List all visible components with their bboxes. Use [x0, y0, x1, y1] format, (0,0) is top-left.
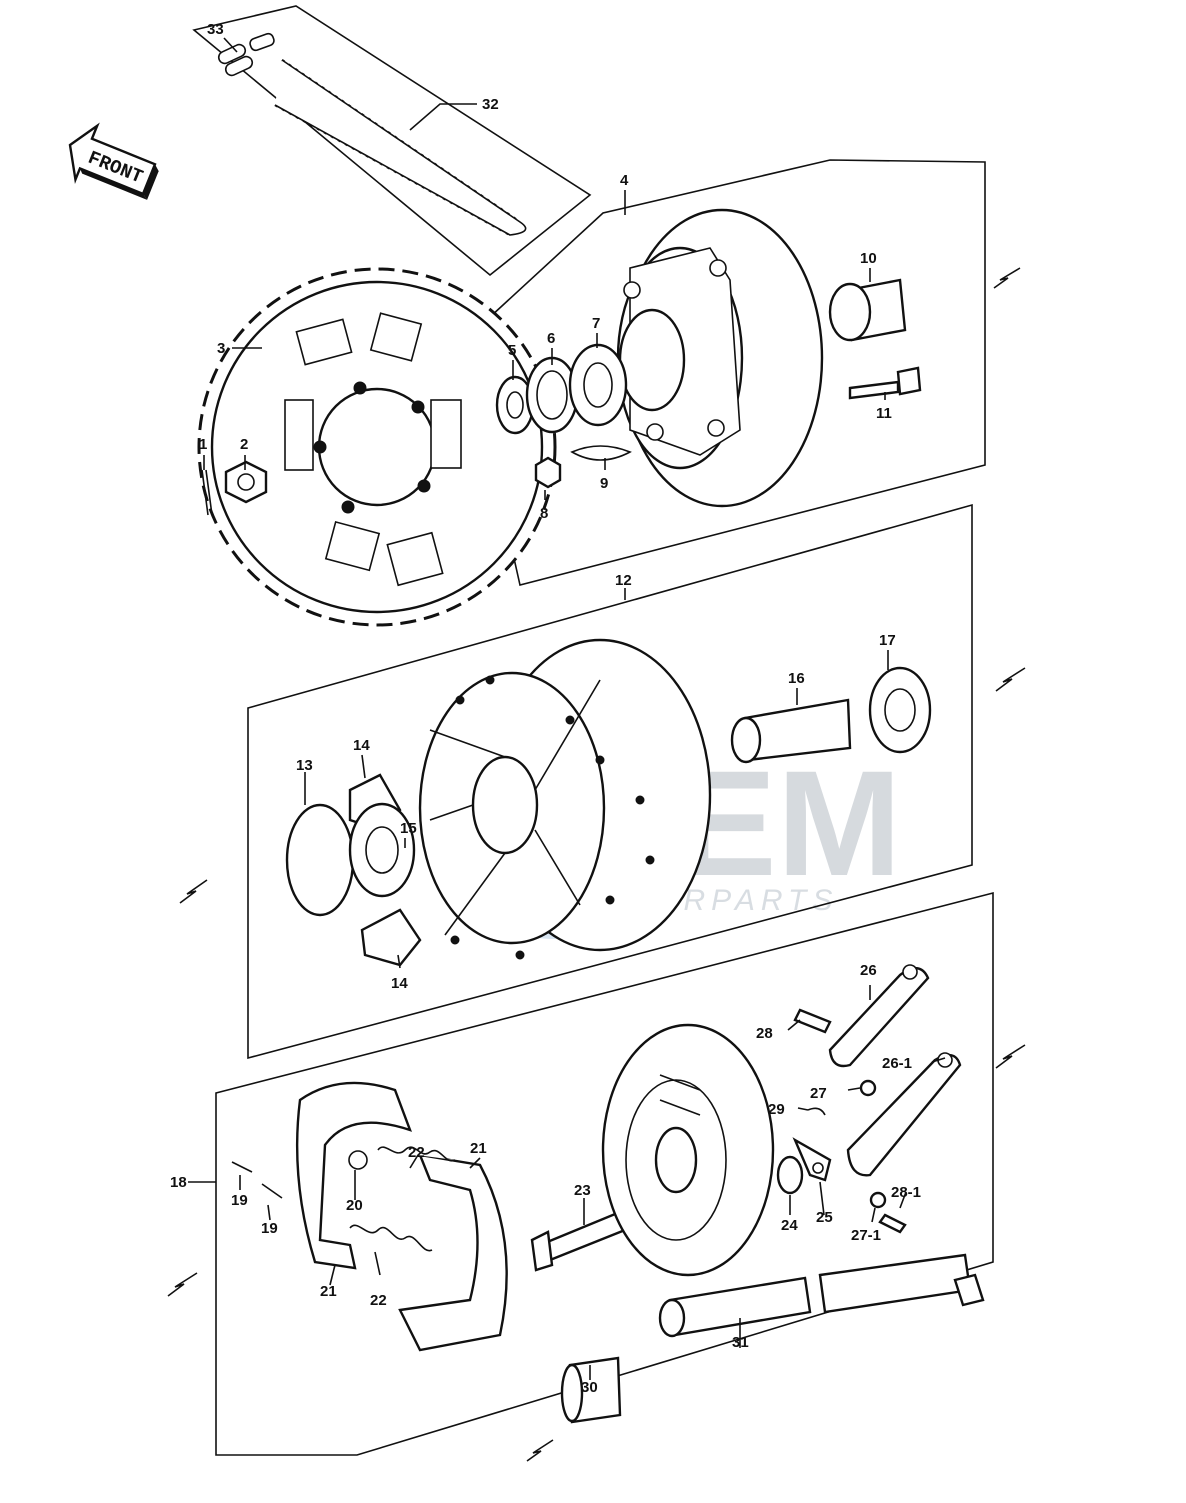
callout-11: 11: [876, 405, 892, 422]
washer-24: [776, 1155, 804, 1195]
callout-19-lower: 19: [261, 1220, 278, 1237]
panel-outlines: [192, 5, 994, 1456]
spacer-16: [730, 698, 852, 764]
callout-8: 8: [540, 505, 548, 522]
callout-28-1: 28-1: [891, 1184, 921, 1201]
indicator-25: [792, 1137, 832, 1182]
brake-spring-lower: [349, 1224, 433, 1252]
collar-10: [828, 278, 907, 342]
callout-17: 17: [879, 632, 896, 649]
arrow-axle-left: [526, 1439, 554, 1462]
lock-plate-9: [570, 445, 632, 461]
arrow-wheel-left: [179, 879, 208, 904]
callout-18: 18: [170, 1174, 187, 1191]
bearing-17: [868, 666, 932, 754]
arrow-wheel-right: [995, 667, 1026, 692]
callout-20: 20: [346, 1197, 363, 1214]
callout-29: 29: [768, 1101, 785, 1118]
brake-shoes: [295, 1081, 508, 1352]
callout-2: 2: [240, 436, 248, 453]
brake-camshaft: [530, 1210, 627, 1272]
nut-27-1: [869, 1191, 887, 1209]
bearing-15: [348, 802, 416, 898]
callout-28: 28: [756, 1025, 773, 1042]
callout-25: 25: [816, 1209, 833, 1226]
leader-lines: [188, 37, 946, 1380]
bolt-28-1: [878, 1213, 907, 1234]
callout-31: 31: [732, 1334, 749, 1351]
brake-lever-26: [828, 964, 930, 1068]
callout-21-lower: 21: [320, 1283, 337, 1300]
arrow-hub-right: [993, 267, 1021, 289]
arrow-brake-left: [167, 1272, 198, 1297]
callout-30: 30: [581, 1379, 598, 1396]
callout-3: 3: [217, 340, 225, 357]
callout-7: 7: [592, 315, 600, 332]
damper-14b: [360, 908, 422, 967]
brake-lever-26-1: [846, 1052, 962, 1177]
o-ring-13: [285, 803, 355, 917]
callout-9: 9: [600, 475, 608, 492]
front-badge: FRONT: [68, 122, 159, 200]
callout-1: 1: [199, 436, 207, 453]
callout-5: 5: [508, 342, 516, 359]
callout-12: 12: [615, 572, 632, 589]
brake-spring-upper: [377, 1146, 456, 1162]
brake-panel: [215, 891, 994, 1456]
bolt-28: [793, 1008, 832, 1034]
callout-23: 23: [574, 1182, 591, 1199]
callout-27-1: 27-1: [851, 1227, 881, 1244]
hub-seal-and-bearings: [495, 343, 632, 489]
direction-arrows: [167, 267, 1026, 1462]
pin-29: [807, 1107, 826, 1116]
chain-panel: [192, 5, 592, 277]
callout-labels: 33 32 3 1 2 4 5 6 7 8 9 10 11 12 13 14 1…: [170, 21, 921, 1396]
brake-panel-plate: [601, 1023, 775, 1277]
cotter-pins-19: [231, 1161, 283, 1199]
axle-31: [658, 1253, 985, 1338]
cotter-pin: [201, 469, 213, 516]
callout-21-upper: 21: [470, 1140, 487, 1157]
callout-10: 10: [860, 250, 877, 267]
wheel-hub-12: [418, 638, 712, 960]
nut-27: [859, 1079, 877, 1097]
hub-panel: [464, 159, 986, 586]
collar-30: [560, 1356, 622, 1424]
callout-14-lower: 14: [391, 975, 408, 992]
sprocket-coupling: [616, 208, 824, 508]
callout-6: 6: [547, 330, 555, 347]
callout-26-1: 26-1: [882, 1055, 912, 1072]
sprocket-nut: [224, 460, 268, 504]
callout-13: 13: [296, 757, 313, 774]
callout-32: 32: [482, 96, 499, 113]
callout-24: 24: [781, 1217, 798, 1234]
callout-4: 4: [620, 172, 629, 189]
callout-27: 27: [810, 1085, 827, 1102]
callout-14-upper: 14: [353, 737, 370, 754]
wheel-panel: [247, 503, 973, 1060]
drive-chain: [274, 59, 527, 237]
callout-15: 15: [400, 820, 417, 837]
callout-16: 16: [788, 670, 805, 687]
chain-master-link: [217, 32, 275, 77]
callout-26: 26: [860, 962, 877, 979]
rear-sprocket: [197, 267, 557, 627]
callout-22-upper: 22: [408, 1144, 425, 1161]
callout-22-lower: 22: [370, 1292, 387, 1309]
bolt-11: [848, 366, 922, 400]
arrow-brake-right: [995, 1044, 1026, 1069]
callout-19-upper: 19: [231, 1192, 248, 1209]
callout-33: 33: [207, 21, 224, 38]
nut-8: [534, 456, 562, 489]
